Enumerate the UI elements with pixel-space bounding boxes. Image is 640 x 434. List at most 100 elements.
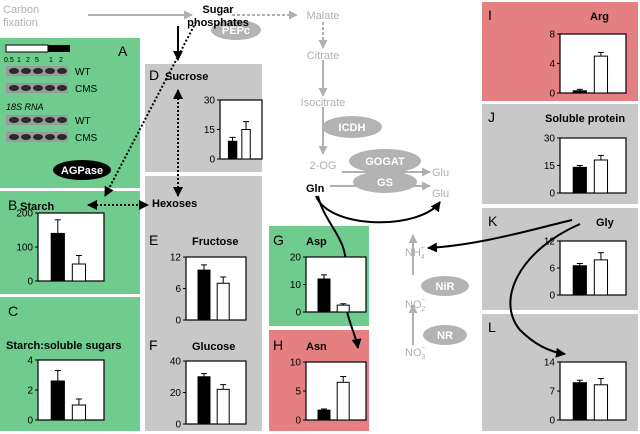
nir-label: NiR: [436, 281, 455, 293]
plot-frame-E: [185, 256, 247, 321]
bar-H-CMS: [336, 381, 350, 421]
plot-frame-I: [559, 33, 627, 94]
svg-text:2: 2: [26, 57, 30, 64]
nh4-label: NH4+: [405, 245, 425, 261]
svg-text:1: 1: [17, 57, 21, 64]
panel-C-title: Starch:soluble sugars: [6, 340, 122, 352]
agpase-enzyme: [53, 160, 111, 180]
gs-enzyme: [353, 171, 417, 193]
ytick-label-K-1: 6: [549, 264, 555, 275]
panel-J-title: Soluble protein: [545, 113, 625, 125]
panel-F-letter: F: [149, 337, 158, 353]
ytick-label-I-1: 4: [549, 59, 555, 70]
ytick-label-B-2: 200: [16, 209, 33, 220]
bar-G-CMS: [336, 304, 350, 313]
bar-H-WT: [317, 409, 331, 421]
pepc-label: PEPc: [222, 25, 250, 37]
bar-J-CMS: [593, 159, 609, 194]
plot-frame-F: [185, 360, 247, 425]
gel-rna-label: 18S RNA: [6, 102, 44, 112]
panel-E-letter: E: [149, 232, 158, 248]
gogat-label: GOGAT: [365, 156, 405, 168]
plot-frame-L: [559, 361, 627, 421]
bar-D-WT: [227, 140, 238, 160]
agpase-label: AGPase: [61, 165, 103, 177]
ytick-label-J-2: 30: [544, 134, 556, 145]
bar-E-CMS: [216, 282, 230, 321]
panel-K-title: Gly: [596, 217, 615, 229]
panel-B-title: Starch: [20, 201, 55, 213]
panel-D-letter: D: [149, 67, 159, 83]
panel-C-letter: C: [8, 303, 18, 319]
panel-H-title: Asn: [306, 341, 327, 353]
gel-row-cms-1: CMS: [75, 84, 98, 95]
plot-frame-B: [37, 212, 105, 282]
ytick-label-F-1: 20: [170, 388, 182, 399]
panel-E-title: Fructose: [192, 236, 238, 248]
icdh-label: ICDH: [339, 122, 366, 134]
gel-bands: [9, 68, 67, 140]
ytick-label-D-1: 15: [204, 125, 216, 136]
isocitrate-label: Isocitrate: [301, 97, 346, 109]
panel-I-letter: I: [488, 7, 492, 23]
ytick-label-D-2: 30: [204, 96, 216, 107]
panel-G-title: Asp: [306, 236, 327, 248]
bar-C-CMS: [71, 404, 87, 421]
ytick-label-L-0: 0: [549, 416, 555, 427]
ytick-label-G-1: 10: [290, 280, 302, 291]
ytick-label-E-2: 12: [170, 253, 182, 264]
ytick-label-C-0: 0: [27, 416, 33, 427]
panel-I-title: Arg: [590, 11, 609, 23]
ytick-label-I-0: 0: [549, 89, 555, 100]
bar-L-CMS: [593, 384, 609, 421]
ytick-label-C-1: 2: [27, 386, 33, 397]
bar-B-CMS: [71, 263, 87, 282]
panel-D-title: Sucrose: [165, 71, 208, 83]
bar-L-WT: [572, 382, 587, 421]
gs-label: GS: [377, 177, 393, 189]
plot-frame-J: [559, 137, 627, 194]
gel-scale-black: [48, 45, 70, 52]
panel-F-title: Glucose: [192, 341, 235, 353]
panel-G-letter: G: [273, 232, 284, 248]
ytick-label-G-0: 0: [295, 308, 301, 319]
bar-C-WT: [50, 380, 65, 421]
ytick-label-G-2: 20: [290, 253, 302, 264]
glu-label-2: Glu: [432, 188, 449, 200]
nr-label: NR: [437, 330, 453, 342]
panel-B-letter: B: [8, 197, 17, 213]
ytick-label-I-2: 8: [549, 30, 555, 41]
bar-I-CMS: [593, 55, 609, 94]
hexoses-label: Hexoses: [152, 198, 197, 210]
gln-label: Gln: [306, 183, 325, 195]
nr-enzyme: [423, 325, 467, 345]
svg-text:1: 1: [49, 57, 53, 64]
no3-label: NO3−: [405, 345, 426, 361]
ytick-label-H-2: 10: [290, 358, 302, 369]
ytick-label-K-2: 12: [544, 237, 556, 248]
ytick-label-L-1: 7: [549, 387, 555, 398]
bar-E-WT: [197, 269, 211, 321]
plot-frame-C: [37, 359, 105, 421]
plot-frame-K: [559, 240, 627, 296]
bar-B-WT: [50, 232, 65, 282]
panel-K-letter: K: [488, 213, 498, 229]
ytick-label-F-0: 0: [175, 420, 181, 431]
nir-enzyme: [421, 276, 469, 296]
panel-L-letter: L: [488, 319, 496, 335]
gel-panel-A: A 0.5 1 2 5 1 2 WT CMS 18S RNA WT CMS: [4, 43, 128, 144]
citrate-label: Citrate: [307, 50, 339, 62]
ytick-label-C-2: 4: [27, 356, 33, 367]
glu-label-1: Glu: [432, 167, 449, 179]
ytick-label-J-0: 0: [549, 189, 555, 200]
ytick-label-E-1: 6: [175, 284, 181, 295]
panel-J-letter: J: [488, 109, 495, 125]
gel-row-wt-2: WT: [75, 116, 91, 127]
bar-J-WT: [572, 166, 587, 194]
two-og-label: 2-OG: [310, 160, 337, 172]
